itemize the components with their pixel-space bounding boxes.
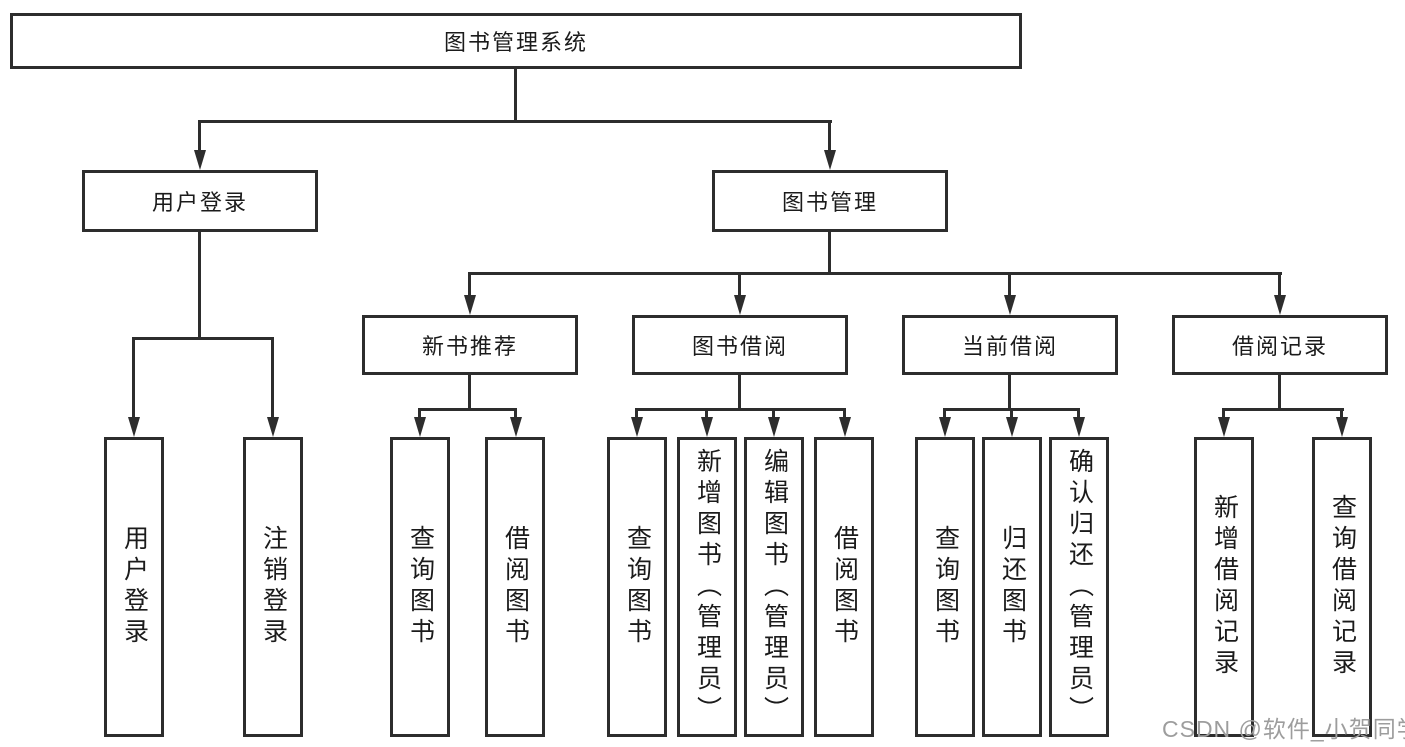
arrow-to-borrow-records	[1278, 272, 1281, 295]
node-book-borrow: 图书借阅	[632, 315, 848, 375]
node-book-borrow-label: 图书借阅	[691, 334, 788, 359]
connector-level3-rail	[468, 272, 1282, 275]
arrow-g4-query-record	[1340, 408, 1343, 417]
arrow-g2-add-books	[705, 408, 708, 417]
connector-group1-rail	[418, 408, 517, 411]
arrow-to-current-borrow	[1008, 272, 1011, 295]
leaf-g4-add-borrow-record-label: 新增借阅记录	[1210, 494, 1239, 680]
leaf-user-login: 用户登录	[104, 437, 164, 737]
node-borrow-records-label: 借阅记录	[1231, 334, 1328, 359]
leaf-g1-query-books: 查询图书	[390, 437, 450, 737]
leaf-logout: 注销登录	[243, 437, 303, 737]
arrow-g2-query-books	[635, 408, 638, 417]
arrow-g3-confirm-return	[1077, 408, 1080, 417]
leaf-g1-borrow-books: 借阅图书	[485, 437, 545, 737]
leaf-g3-query-books: 查询图书	[915, 437, 975, 737]
node-borrow-records: 借阅记录	[1172, 315, 1388, 375]
arrow-g1-query-books	[418, 408, 421, 417]
leaf-g3-query-books-label: 查询图书	[931, 525, 960, 649]
connector-user-login-drop	[198, 230, 201, 338]
arrow-to-book-management	[828, 120, 831, 150]
leaf-g2-query-books-label: 查询图书	[623, 525, 652, 649]
connector-root-drop	[514, 68, 517, 122]
leaf-g1-query-books-label: 查询图书	[406, 525, 435, 649]
connector-group4-rail	[1222, 408, 1344, 411]
node-current-borrow-label: 当前借阅	[961, 334, 1058, 359]
leaf-g3-confirm-return-admin: 确认归还（管理员）	[1049, 437, 1109, 737]
arrow-to-new-book-recommend	[468, 272, 471, 295]
leaf-g2-add-books-admin: 新增图书（管理员）	[677, 437, 737, 737]
arrow-to-leaf-logout	[271, 337, 274, 417]
node-user-login-label: 用户登录	[151, 190, 248, 215]
arrow-to-book-borrow	[738, 272, 741, 295]
leaf-user-login-label: 用户登录	[120, 525, 149, 649]
connector-group2-drop	[738, 372, 741, 411]
arrow-g2-edit-books	[772, 408, 775, 417]
leaf-g3-return-books: 归还图书	[982, 437, 1042, 737]
arrow-g4-add-record	[1222, 408, 1225, 417]
arrow-to-user-login	[198, 120, 201, 150]
leaf-g4-add-borrow-record: 新增借阅记录	[1194, 437, 1254, 737]
connector-group3-drop	[1008, 372, 1011, 411]
leaf-g2-edit-books-admin: 编辑图书（管理员）	[744, 437, 804, 737]
node-book-management-label: 图书管理	[781, 190, 878, 215]
leaf-g2-query-books: 查询图书	[607, 437, 667, 737]
node-new-book-recommend-label: 新书推荐	[421, 334, 518, 359]
arrow-g2-borrow-books	[843, 408, 846, 417]
connector-user-login-rail	[132, 337, 274, 340]
arrow-to-leaf-user-login	[132, 337, 135, 417]
arrow-g1-borrow-books	[514, 408, 517, 417]
leaf-g3-confirm-return-admin-label: 确认归还（管理员）	[1065, 447, 1094, 727]
leaf-g2-borrow-books-label: 借阅图书	[830, 525, 859, 649]
node-current-borrow: 当前借阅	[902, 315, 1118, 375]
leaf-g2-edit-books-admin-label: 编辑图书（管理员）	[760, 447, 789, 727]
node-root-system: 图书管理系统	[10, 13, 1022, 69]
leaf-g3-return-books-label: 归还图书	[998, 525, 1027, 649]
node-new-book-recommend: 新书推荐	[362, 315, 578, 375]
leaf-logout-label: 注销登录	[259, 525, 288, 649]
connector-group2-rail	[635, 408, 846, 411]
leaf-g2-add-books-admin-label: 新增图书（管理员）	[693, 447, 722, 727]
node-book-management: 图书管理	[712, 170, 948, 232]
connector-book-management-drop	[828, 230, 831, 274]
csdn-watermark: CSDN @软件_小贺同学	[1162, 716, 1405, 742]
arrow-g3-return-books	[1010, 408, 1013, 417]
arrow-g3-query-books	[943, 408, 946, 417]
connector-group4-drop	[1278, 372, 1281, 411]
leaf-g4-query-borrow-record-label: 查询借阅记录	[1328, 494, 1357, 680]
node-root-label: 图书管理系统	[443, 30, 588, 55]
connector-level2-rail	[198, 120, 832, 123]
leaf-g2-borrow-books: 借阅图书	[814, 437, 874, 737]
node-user-login: 用户登录	[82, 170, 318, 232]
leaf-g4-query-borrow-record: 查询借阅记录	[1312, 437, 1372, 737]
leaf-g1-borrow-books-label: 借阅图书	[501, 525, 530, 649]
connector-group1-drop	[468, 372, 471, 411]
